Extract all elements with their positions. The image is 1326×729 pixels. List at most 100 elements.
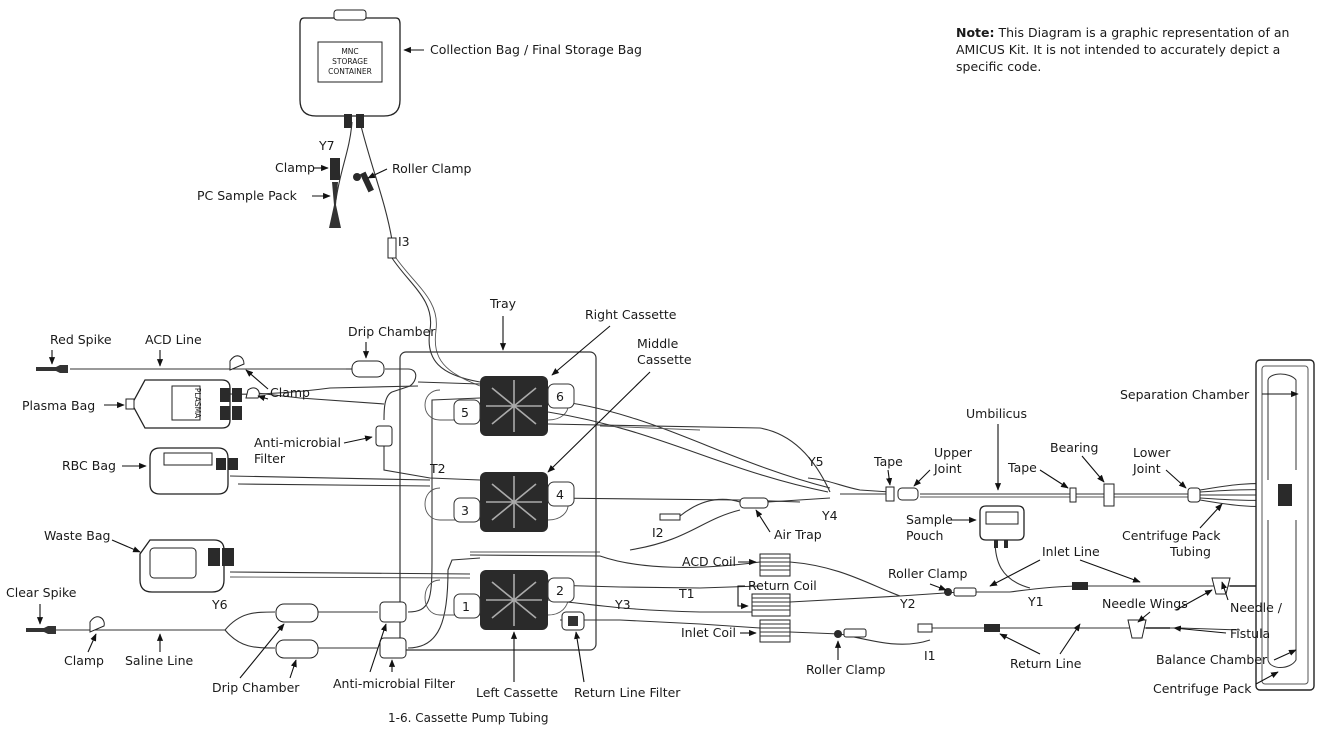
note-prefix: Note: (956, 25, 995, 40)
cassette-number-1: 1 (462, 599, 470, 614)
lower-joint (1187, 487, 1201, 503)
anti-microbial-filter-top (375, 425, 393, 447)
cassette-number-3: 3 (461, 503, 469, 518)
label-y1: Y1 (1027, 594, 1044, 609)
upper-joint (897, 487, 919, 501)
label-i2: I2 (652, 525, 664, 540)
label-pc-sample-pack: PC Sample Pack (197, 188, 298, 203)
label-middle-cassette-2: Cassette (637, 352, 692, 367)
cassette-number-5: 5 (461, 405, 469, 420)
label-y2: Y2 (899, 596, 916, 611)
label-tape-2: Tape (1007, 460, 1037, 475)
label-t1: T1 (678, 586, 695, 601)
clamp-saline (89, 616, 105, 633)
tape-2 (1069, 487, 1077, 503)
cassette-number-2: 2 (556, 583, 564, 598)
label-tray: Tray (489, 296, 517, 311)
label-lower-joint-1: Lower (1133, 445, 1171, 460)
sample-pouch (979, 505, 1025, 548)
storage-text-2: STORAGE (332, 57, 368, 66)
inlet-coil (759, 619, 791, 643)
acd-coil (759, 553, 791, 577)
anti-microbial-filter-bottom-2 (379, 637, 407, 659)
clamp-acd (229, 355, 245, 371)
collection-bag: MNC STORAGE CONTAINER (299, 9, 401, 128)
label-balance-chamber: Balance Chamber (1156, 652, 1268, 667)
label-acd-line: ACD Line (145, 332, 202, 347)
label-left-cassette: Left Cassette (476, 685, 558, 700)
left-cassette (480, 570, 548, 630)
label-centrifuge-pack: Centrifuge Pack (1153, 681, 1252, 696)
red-spike (36, 365, 68, 373)
label-middle-cassette-1: Middle (637, 336, 679, 351)
label-return-line-filter: Return Line Filter (574, 685, 681, 700)
label-lower-joint-2: Joint (1132, 461, 1161, 476)
label-needle-fistula-2: Fistula (1230, 626, 1270, 641)
label-roller-clamp-mid: Roller Clamp (888, 566, 968, 581)
label-anti-microbial-filter-top-2: Filter (254, 451, 286, 466)
middle-cassette (480, 472, 548, 532)
label-clamp-top: Clamp (275, 160, 315, 175)
label-needle-fistula-1: Needle / (1230, 600, 1283, 615)
label-i3: I3 (398, 234, 410, 249)
label-drip-chamber-bottom: Drip Chamber (212, 680, 300, 695)
label-saline-line: Saline Line (125, 653, 193, 668)
label-needle-wings: Needle Wings (1102, 596, 1188, 611)
roller-clamp-bottom (834, 630, 842, 638)
label-plasma-bag: Plasma Bag (22, 398, 95, 413)
label-y4: Y4 (821, 508, 838, 523)
caption: 1-6. Cassette Pump Tubing (388, 711, 549, 725)
tape-1 (885, 486, 895, 502)
label-acd-coil: ACD Coil (682, 554, 736, 569)
label-clamp-plasma: Clamp (270, 385, 310, 400)
bearing (1103, 483, 1115, 507)
label-y7: Y7 (318, 138, 335, 153)
label-clear-spike: Clear Spike (6, 585, 77, 600)
roller-clamp-top (353, 173, 361, 181)
air-trap (739, 497, 769, 509)
label-umbilicus: Umbilicus (966, 406, 1027, 421)
clamp-top (330, 158, 340, 180)
label-tape-1: Tape (873, 454, 903, 469)
i2-connector (659, 513, 681, 521)
label-y3: Y3 (614, 597, 631, 612)
label-roller-clamp-top: Roller Clamp (392, 161, 472, 176)
label-upper-joint-1: Upper (934, 445, 973, 460)
label-centrifuge-pack-tubing-2: Tubing (1169, 544, 1211, 559)
label-rbc-bag: RBC Bag (62, 458, 116, 473)
label-bearing: Bearing (1050, 440, 1098, 455)
label-collection-bag: Collection Bag / Final Storage Bag (430, 42, 642, 57)
note-text: This Diagram is a graphic representation… (956, 25, 1290, 74)
return-coil (751, 593, 791, 617)
label-centrifuge-pack-tubing-1: Centrifuge Pack (1122, 528, 1221, 543)
tray (399, 351, 597, 651)
cassette-number-4: 4 (556, 487, 564, 502)
cassette-number-6: 6 (556, 389, 564, 404)
clear-spike (26, 626, 56, 634)
anti-microbial-filter-bottom-1 (379, 601, 407, 623)
label-red-spike: Red Spike (50, 332, 112, 347)
label-inlet-coil: Inlet Coil (681, 625, 736, 640)
storage-text-1: MNC (341, 47, 358, 56)
drip-chamber-bottom-1 (275, 603, 319, 623)
diagram-note: Note: This Diagram is a graphic represen… (956, 24, 1316, 75)
plasma-text: PLASMA (193, 388, 202, 419)
label-waste-bag: Waste Bag (44, 528, 110, 543)
pc-sample-pack (329, 182, 341, 228)
waste-bag (139, 539, 234, 593)
label-i1: I1 (924, 648, 936, 663)
label-anti-microbial-filter-bottom: Anti-microbial Filter (333, 676, 456, 691)
label-right-cassette: Right Cassette (585, 307, 677, 322)
label-y5: Y5 (807, 454, 824, 469)
label-drip-chamber-top: Drip Chamber (348, 324, 436, 339)
label-y6: Y6 (211, 597, 228, 612)
label-upper-joint-2: Joint (933, 461, 962, 476)
label-air-trap: Air Trap (774, 527, 822, 542)
centrifuge-pack (1255, 359, 1315, 691)
label-anti-microbial-filter-top-1: Anti-microbial (254, 435, 341, 450)
label-sample-pouch-1: Sample (906, 512, 953, 527)
label-sample-pouch-2: Pouch (906, 528, 943, 543)
rbc-bag (149, 447, 238, 495)
